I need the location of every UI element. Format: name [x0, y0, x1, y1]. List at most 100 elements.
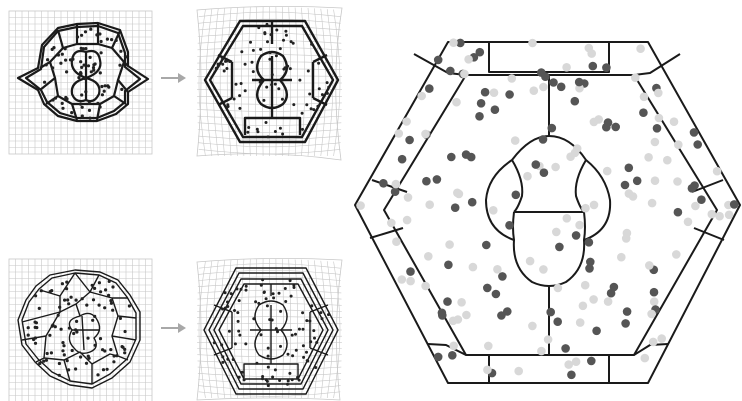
cell-dot [89, 28, 92, 31]
light-dot [464, 55, 473, 64]
cell-dot [221, 355, 224, 358]
light-dot [641, 354, 650, 363]
cell-dot [124, 330, 127, 333]
cell-dot [75, 320, 78, 323]
light-dot [490, 88, 499, 97]
light-dot [590, 201, 599, 210]
cell-dot [100, 51, 103, 54]
cell-dot [282, 39, 285, 42]
light-dot [398, 275, 407, 284]
cell-dot [312, 329, 315, 332]
cell-dot [285, 34, 288, 37]
light-dot [645, 261, 654, 270]
cell-dot [263, 291, 266, 294]
cell-dot [62, 344, 65, 347]
cell-dot [108, 280, 111, 283]
light-dot [530, 86, 539, 95]
light-dot [691, 202, 700, 211]
dark-dot [549, 78, 558, 87]
light-dot [462, 311, 471, 320]
cell-dot [274, 83, 277, 86]
cell-dot [63, 299, 66, 302]
cell-dot [267, 135, 270, 138]
dark-dot [482, 241, 491, 250]
cell-dot [257, 26, 260, 29]
light-dot [631, 73, 640, 82]
cell-dot [113, 354, 116, 357]
dark-dot [491, 105, 500, 114]
cell-dot [61, 107, 64, 110]
cell-dot [327, 86, 330, 89]
cell-dot [302, 328, 305, 331]
dark-dot [561, 344, 570, 353]
dark-dot [546, 308, 555, 317]
cell-dot [288, 372, 291, 375]
light-dot [489, 206, 498, 215]
cell-dot [94, 344, 97, 347]
cell-dot [46, 58, 49, 61]
cell-dot [286, 65, 289, 68]
light-dot [387, 219, 396, 228]
cell-dot [81, 114, 84, 117]
cell-dot [278, 379, 281, 382]
cell-dot [67, 368, 70, 371]
dark-dot [379, 179, 388, 188]
cell-dot [265, 121, 268, 124]
cell-dot [86, 337, 89, 340]
cell-dot [261, 377, 264, 380]
cell-dot [77, 76, 80, 79]
cell-dot [64, 59, 67, 62]
cell-dot [267, 366, 270, 369]
cell-dot [79, 103, 82, 106]
dark-dot [621, 319, 630, 328]
cell-dot [321, 93, 324, 96]
cell-dot [224, 60, 227, 63]
cell-dot [287, 353, 290, 356]
cell-dot [67, 302, 70, 305]
cell-dot [294, 333, 297, 336]
dark-dot [555, 243, 564, 252]
cell-dot [268, 318, 271, 321]
cell-dot [213, 341, 216, 344]
cell-dot [240, 50, 243, 53]
cell-dot [34, 321, 37, 324]
dark-dot [503, 307, 512, 316]
cell-dot [118, 64, 121, 67]
light-dot [640, 93, 649, 102]
cell-dot [265, 297, 268, 300]
cell-dot [65, 287, 68, 290]
cell-dot [266, 40, 269, 43]
cell-dot [246, 131, 249, 134]
cell-dot [110, 38, 113, 41]
cell-dot [302, 356, 305, 359]
cell-dot [263, 32, 266, 35]
light-dot [672, 250, 681, 259]
cell-dot [268, 58, 271, 61]
cell-dot [240, 288, 243, 291]
cell-dot [82, 47, 85, 50]
cell-dot [298, 79, 301, 82]
cell-dot [79, 71, 82, 74]
cell-dot [61, 341, 64, 344]
cell-dot [291, 378, 294, 381]
cell-dot [301, 311, 304, 314]
cell-dot [240, 82, 243, 85]
light-dot [424, 252, 433, 261]
light-dot [579, 302, 588, 311]
dark-dot [498, 272, 507, 281]
dark-dot [587, 357, 596, 366]
cell-dot [103, 90, 106, 93]
cell-dot [281, 98, 284, 101]
dark-dot [539, 135, 548, 144]
light-dot [554, 284, 563, 293]
dark-dot [653, 124, 662, 133]
cell-dot [96, 373, 99, 376]
light-dot [537, 347, 546, 356]
cell-dot [87, 64, 90, 67]
cell-dot [274, 368, 277, 371]
light-dot [708, 210, 717, 219]
cell-dot [74, 367, 77, 370]
cell-dot [88, 102, 91, 105]
cell-dot [312, 108, 315, 111]
light-dot [539, 265, 548, 274]
